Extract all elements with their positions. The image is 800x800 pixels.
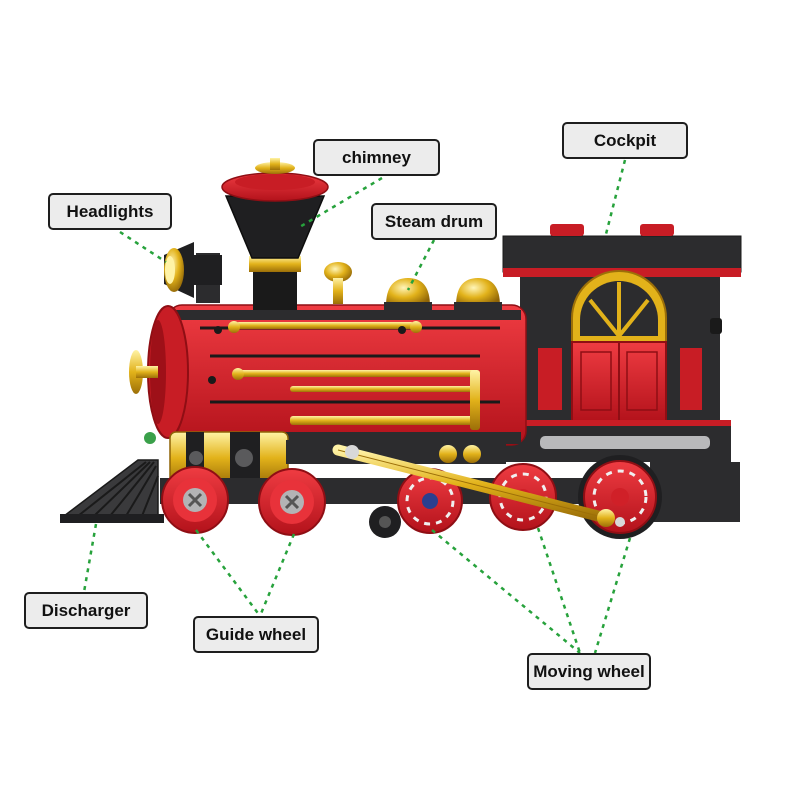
gear	[369, 506, 401, 538]
cowcatcher	[60, 459, 164, 523]
leader-headlights	[119, 230, 167, 264]
leader-moving-wheel-1	[431, 529, 581, 654]
label-discharger: Discharger	[24, 592, 148, 629]
leader-moving-wheel-2	[536, 527, 582, 654]
leader-chimney	[297, 176, 383, 230]
leader-lines	[82, 159, 632, 654]
leader-moving-wheel-3	[593, 537, 632, 654]
boiler	[147, 253, 527, 446]
steam-domes	[324, 262, 502, 310]
chimney	[221, 158, 329, 310]
label-moving-wheel: Moving wheel	[527, 653, 651, 690]
label-steam-drum: Steam drum	[371, 203, 497, 240]
label-guide-wheel: Guide wheel	[193, 616, 319, 653]
leader-discharger	[82, 523, 98, 593]
cab	[502, 224, 742, 522]
label-chimney: chimney	[313, 139, 440, 176]
headlight	[164, 242, 222, 298]
label-cockpit: Cockpit	[562, 122, 688, 159]
leader-steam-drum	[406, 239, 436, 291]
connecting-rod	[332, 444, 625, 527]
front-wheel-knob	[129, 350, 158, 394]
label-headlights: Headlights	[48, 193, 172, 230]
guide-wheel-front	[161, 466, 229, 534]
guide-wheel-rear	[258, 468, 326, 536]
leader-cockpit	[603, 159, 627, 239]
leader-guide-wheel-2	[258, 533, 296, 617]
leader-guide-wheel-1	[194, 529, 262, 617]
